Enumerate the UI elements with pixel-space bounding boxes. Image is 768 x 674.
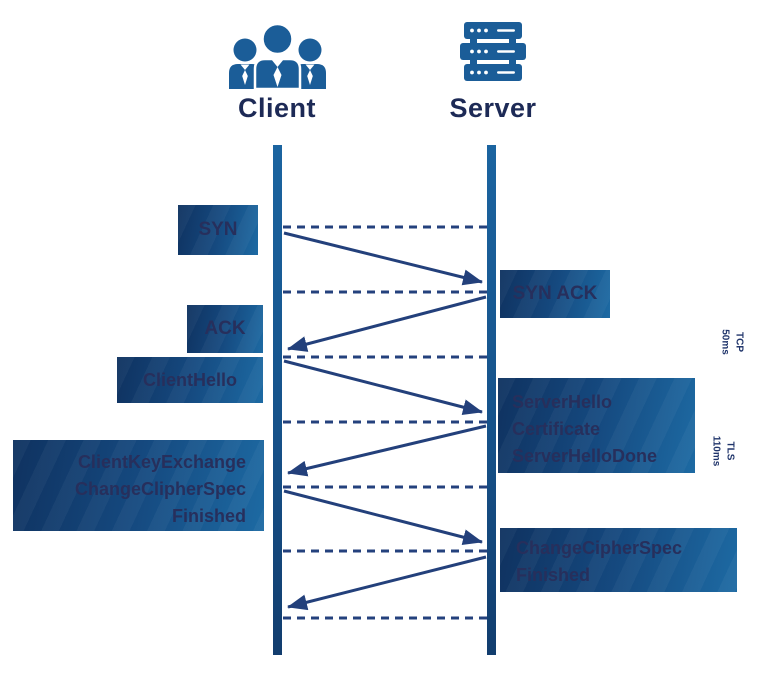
message-label: ServerHelloDone bbox=[512, 446, 658, 466]
message-box-change-cipher-spec: ChangeCipherSpec Finished bbox=[500, 528, 737, 592]
arrow-syn-ack bbox=[287, 295, 487, 352]
message-label: ChangeCipherSpec bbox=[516, 538, 683, 558]
message-label: ACK bbox=[204, 318, 246, 339]
message-label: ClientHello bbox=[142, 369, 237, 390]
stage-name: TCP bbox=[733, 331, 745, 352]
message-label: Finished bbox=[171, 506, 246, 526]
message-box-client-hello: ClientHello bbox=[117, 357, 263, 403]
arrow-change-cipher-spec bbox=[287, 555, 487, 611]
message-label: Finished bbox=[516, 565, 591, 585]
arrow-syn bbox=[283, 231, 483, 286]
timing-dashed-lines bbox=[283, 225, 487, 620]
message-label: SYN bbox=[198, 219, 238, 240]
message-label: ChangeClipherSpec bbox=[74, 479, 246, 499]
arrow-ack-client-hello bbox=[283, 359, 483, 416]
stage-label-tls: TLS 110ms bbox=[710, 436, 737, 467]
message-label: SYN ACK bbox=[512, 283, 598, 304]
message-box-client-key-exchange: ClientKeyExchange ChangeClipherSpec Fini… bbox=[13, 440, 264, 531]
message-box-syn: SYN bbox=[178, 205, 258, 255]
message-label: Certificate bbox=[512, 419, 601, 439]
message-label: ServerHello bbox=[512, 392, 613, 412]
users-group-icon bbox=[229, 22, 326, 89]
server-lifeline bbox=[487, 145, 496, 655]
arrow-client-key-exchange bbox=[283, 489, 483, 546]
message-box-ack: ACK bbox=[187, 305, 263, 353]
message-box-syn-ack: SYN ACK bbox=[500, 270, 610, 318]
stage-duration: 110ms bbox=[711, 435, 722, 467]
stage-name: TLS bbox=[724, 441, 736, 461]
server-title: Server bbox=[449, 93, 537, 123]
stage-label-tcp: TCP 50ms bbox=[719, 329, 746, 355]
client-title: Client bbox=[237, 93, 316, 123]
stage-duration: 50ms bbox=[720, 329, 731, 355]
arrow-server-hello bbox=[287, 424, 487, 477]
server-rack-icon bbox=[460, 22, 526, 81]
message-label: ClientKeyExchange bbox=[77, 452, 246, 472]
client-lifeline bbox=[273, 145, 282, 655]
message-box-server-hello: ServerHello Certificate ServerHelloDone bbox=[498, 378, 695, 473]
